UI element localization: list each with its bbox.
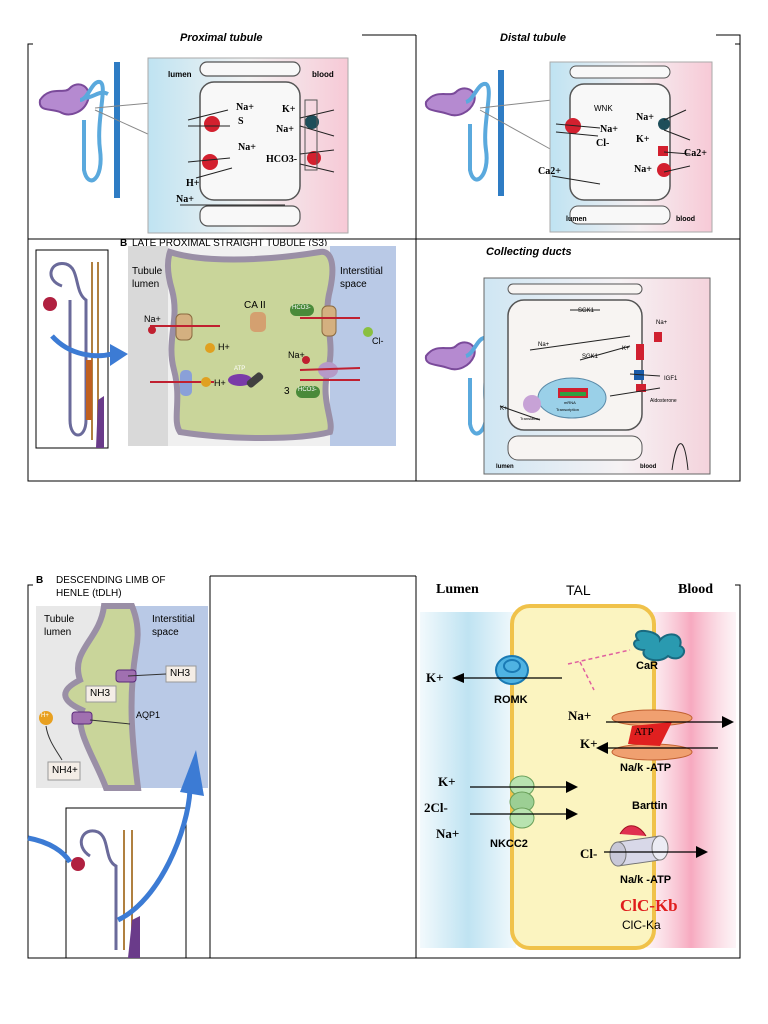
s3-interstitial-label-2: space bbox=[340, 279, 367, 290]
distal-na: Na+ bbox=[600, 124, 618, 135]
s3-header-b: B bbox=[120, 238, 128, 249]
collecting-sgk1-b: SGK1 bbox=[582, 354, 599, 360]
tdlh-interstitial-label-2: space bbox=[152, 627, 179, 638]
s3-caii: CA II bbox=[244, 300, 266, 311]
tdlh-diagram bbox=[27, 603, 208, 959]
collecting-mrna: mRNA bbox=[564, 400, 576, 405]
tal-cl: Cl- bbox=[580, 846, 598, 861]
tal-blood-label: Blood bbox=[678, 582, 714, 597]
tdlh-header-b: B bbox=[36, 575, 44, 586]
tal-barttin: Barttin bbox=[632, 800, 668, 812]
proximal-h: H+ bbox=[186, 178, 200, 189]
tal-2cl: 2Cl- bbox=[424, 800, 448, 815]
tal-lumen-label: Lumen bbox=[436, 582, 479, 597]
distal-cl: Cl- bbox=[596, 138, 610, 149]
tal-clcka: ClC-Ka bbox=[622, 918, 661, 932]
distal-blood-label: blood bbox=[676, 216, 696, 223]
proximal-lumen-label: lumen bbox=[168, 70, 192, 79]
proximal-na-2: Na+ bbox=[238, 142, 256, 153]
tal-label: TAL bbox=[566, 582, 591, 598]
tdlh-tubule-label-1: Tubule bbox=[44, 614, 75, 625]
tal-k-out: K+ bbox=[426, 670, 444, 685]
collecting-sgk1-a: SGK1 bbox=[578, 308, 595, 314]
collecting-aldosterone: Aldosterone bbox=[650, 398, 677, 404]
s3-header: LATE PROXIMAL STRAIGHT TUBULE (S3) bbox=[132, 238, 328, 249]
tal-atp: ATP bbox=[634, 726, 654, 738]
distal-na-r2: Na+ bbox=[634, 164, 652, 175]
distal-k: K+ bbox=[636, 134, 650, 145]
proximal-k: K+ bbox=[282, 104, 296, 115]
distal-na-r1: Na+ bbox=[636, 112, 654, 123]
tdlh-aqp1: AQP1 bbox=[136, 710, 161, 720]
tal-k-in: K+ bbox=[438, 774, 456, 789]
collecting-na-2: Na+ bbox=[656, 320, 668, 326]
s3-three: 3 bbox=[284, 386, 290, 397]
s3-interstitial-label-1: Interstitial bbox=[340, 266, 383, 277]
collecting-transcription: Transcription bbox=[556, 407, 579, 412]
s3-diagram bbox=[35, 246, 396, 449]
proximal-diagram bbox=[38, 57, 349, 234]
tal-na: Na+ bbox=[568, 708, 592, 723]
tdlh-nh3-cell: NH3 bbox=[90, 688, 111, 699]
distal-wnk: WNK bbox=[594, 104, 613, 113]
collecting-diagram bbox=[424, 277, 711, 475]
distal-ca-left: Ca2+ bbox=[538, 166, 561, 177]
distal-lumen-label: lumen bbox=[566, 216, 587, 223]
tal-diagram bbox=[420, 604, 736, 950]
collecting-na-1: Na+ bbox=[538, 342, 550, 348]
s3-atp: ATP bbox=[234, 366, 246, 372]
tdlh-tubule-label-2: lumen bbox=[44, 627, 72, 638]
s3-cl: Cl- bbox=[372, 336, 384, 346]
tal-nak-atp-1: Na/k -ATP bbox=[620, 762, 672, 774]
tdlh-interstitial-label-1: Interstitial bbox=[152, 614, 195, 625]
tal-na-in: Na+ bbox=[436, 826, 460, 841]
distal-title: Distal tubule bbox=[500, 32, 567, 44]
collecting-lumen-label: lumen bbox=[496, 464, 514, 470]
tal-clckb: ClC-Kb bbox=[620, 896, 678, 915]
collecting-igf1: IGF1 bbox=[664, 376, 678, 382]
tal-romk: ROMK bbox=[494, 694, 528, 706]
tal-nak-atp-2: Na/k -ATP bbox=[620, 874, 672, 886]
collecting-k-1: K+ bbox=[622, 346, 630, 352]
tdlh-header-2: HENLE (tDLH) bbox=[56, 588, 122, 599]
s3-hco3-b: HCO3- bbox=[298, 387, 317, 393]
s3-hco3: HCO3- bbox=[292, 305, 311, 311]
s3-tubule-label-1: Tubule bbox=[132, 266, 163, 277]
collecting-translation: Translation bbox=[520, 416, 540, 421]
tal-nkcc2: NKCC2 bbox=[490, 838, 528, 850]
proximal-blood-label: blood bbox=[312, 70, 334, 79]
s3-tubule-label-2: lumen bbox=[132, 279, 160, 290]
s3-h-1: H+ bbox=[218, 342, 230, 352]
collecting-blood-label: blood bbox=[640, 464, 657, 470]
proximal-hco3: HCO3- bbox=[266, 154, 298, 165]
tdlh-header-1: DESCENDING LIMB OF bbox=[56, 575, 166, 586]
s3-na: Na+ bbox=[144, 314, 161, 324]
distal-ca-right: Ca2+ bbox=[684, 148, 707, 159]
proximal-na-3: Na+ bbox=[176, 194, 194, 205]
collecting-k-2: K+ bbox=[500, 406, 508, 412]
proximal-title: Proximal tubule bbox=[180, 32, 263, 44]
tal-k: K+ bbox=[580, 736, 598, 751]
tdlh-nh3-interstitial: NH3 bbox=[170, 668, 191, 679]
proximal-na-1: Na+ bbox=[236, 102, 254, 113]
proximal-s: S bbox=[238, 116, 244, 127]
tdlh-nh4: NH4+ bbox=[52, 765, 78, 776]
tdlh-h: H+ bbox=[41, 713, 49, 719]
tal-car: CaR bbox=[636, 660, 659, 672]
s3-h-2: H+ bbox=[214, 378, 226, 388]
s3-na-2: Na+ bbox=[288, 350, 305, 360]
distal-diagram bbox=[424, 61, 713, 233]
proximal-na-4: Na+ bbox=[276, 124, 294, 135]
collecting-title: Collecting ducts bbox=[486, 246, 572, 258]
